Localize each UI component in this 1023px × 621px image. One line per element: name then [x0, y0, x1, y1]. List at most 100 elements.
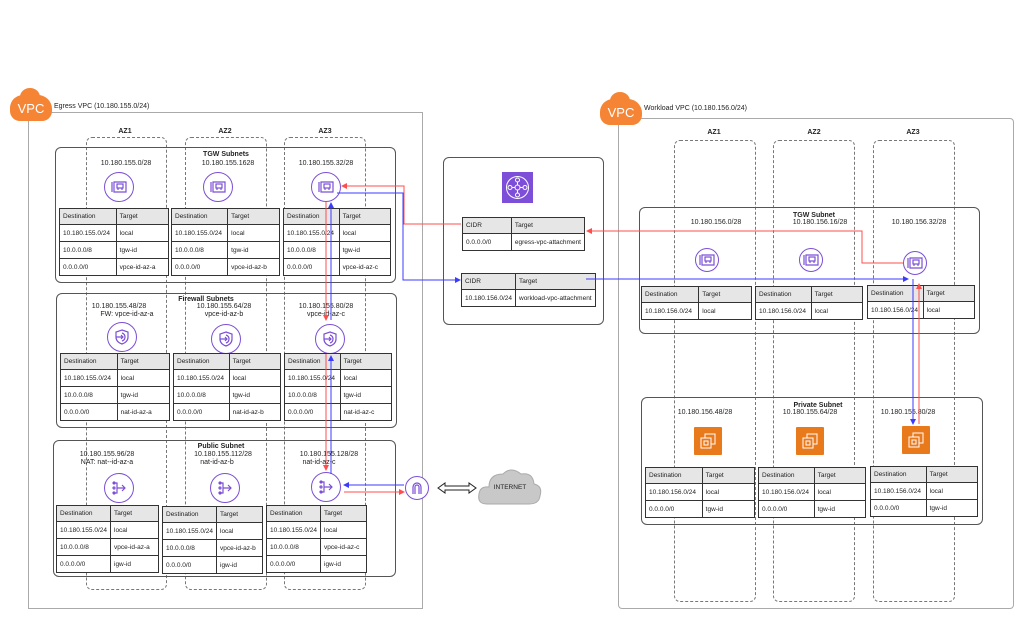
target-cell: tgw-id	[925, 499, 979, 517]
column-header: Destination	[284, 353, 341, 370]
destination-cell: 10.180.155.0/24	[56, 521, 111, 539]
double-arrow-icon	[437, 482, 477, 494]
target-cell: tgw-id	[339, 386, 393, 404]
target-cell: tgw-id	[227, 241, 280, 259]
column-header: Target	[320, 505, 367, 522]
column-header: Destination	[640, 286, 700, 303]
subnet-title: Firewall Subnets	[178, 296, 234, 303]
subnet-cidr: 10.180.155.64/28	[782, 409, 838, 416]
firewall-endpoint: vpce-id-az-c	[306, 311, 346, 318]
destination-cell: 0.0.0.0/0	[284, 403, 341, 421]
target-cell: vpce-id-az-a	[115, 258, 170, 276]
target-cell: tgw-id	[701, 500, 756, 518]
target-cell: igw-id	[216, 556, 263, 574]
column-header: Destination	[758, 467, 815, 484]
destination-cell: 10.0.0.0/8	[173, 386, 230, 404]
destination-cell: 0.0.0.0/0	[645, 500, 703, 518]
destination-cell: 0.0.0.0/0	[60, 403, 118, 421]
target-cell: local	[320, 521, 367, 539]
target-cell: tgw-id	[813, 500, 867, 518]
subnet-title: TGW Subnets	[203, 151, 249, 158]
column-header: Target	[339, 353, 393, 370]
column-header: Target	[515, 273, 596, 290]
target-cell: igw-id	[110, 555, 159, 573]
destination-cell: 10.180.156.0/24	[755, 302, 812, 320]
egress-vpc-title: Egress VPC (10.180.155.0/24)	[54, 103, 150, 110]
destination-cell: 10.0.0.0/8	[283, 241, 340, 259]
workload-tgw-subnet	[639, 207, 980, 334]
column-header: CIDR	[461, 273, 516, 290]
column-header: Target	[115, 208, 170, 225]
subnet-cidr: 10.180.155.128/28	[299, 451, 359, 458]
nat-gateway-id: nat-id-az-c	[302, 459, 336, 466]
subnet-cidr: 10.180.156.32/28	[891, 219, 947, 226]
subnet-cidr: 10.180.155.96/28	[79, 451, 135, 458]
network-interface-icon	[104, 172, 134, 202]
target-cell: local	[339, 369, 393, 387]
subnet-cidr: 10.180.155.80/28	[880, 409, 936, 416]
target-cell: nat-id-az-a	[116, 403, 171, 421]
column-header: Target	[922, 285, 976, 302]
destination-cell: 10.180.156.0/24	[758, 483, 815, 501]
target-cell: local	[922, 301, 976, 319]
subnet-title: TGW Subnet	[793, 212, 835, 219]
column-header: Destination	[56, 505, 111, 522]
destination-cell: 10.180.156.0/24	[461, 289, 516, 307]
az-label: AZ2	[807, 129, 821, 136]
firewall-endpoint: FW: vpce-id-az-a	[100, 311, 154, 318]
destination-cell: 10.180.156.0/24	[640, 302, 700, 320]
vpc-cloud-icon: VPC	[600, 92, 642, 125]
target-cell: local	[925, 482, 979, 500]
az-label: AZ1	[118, 128, 132, 135]
column-header: Destination	[60, 353, 118, 370]
subnet-cidr: 10.180.156.0/28	[690, 219, 742, 226]
target-cell: local	[110, 521, 159, 539]
az-label: AZ3	[906, 129, 920, 136]
firewall-endpoint-icon	[211, 324, 241, 354]
egress-vpc	[28, 112, 423, 609]
destination-cell: 10.180.155.0/24	[162, 522, 217, 540]
network-interface-icon	[799, 248, 823, 272]
destination-cell: 10.180.155.0/24	[284, 369, 341, 387]
target-cell: local	[701, 483, 756, 501]
column-header: Target	[510, 217, 586, 234]
availability-zone-2	[773, 140, 855, 602]
target-cell: local	[216, 522, 263, 540]
ec2-instance-icon	[796, 427, 824, 455]
target-cell: local	[338, 224, 392, 242]
column-header: Target	[116, 353, 171, 370]
column-header: Destination	[870, 466, 927, 483]
